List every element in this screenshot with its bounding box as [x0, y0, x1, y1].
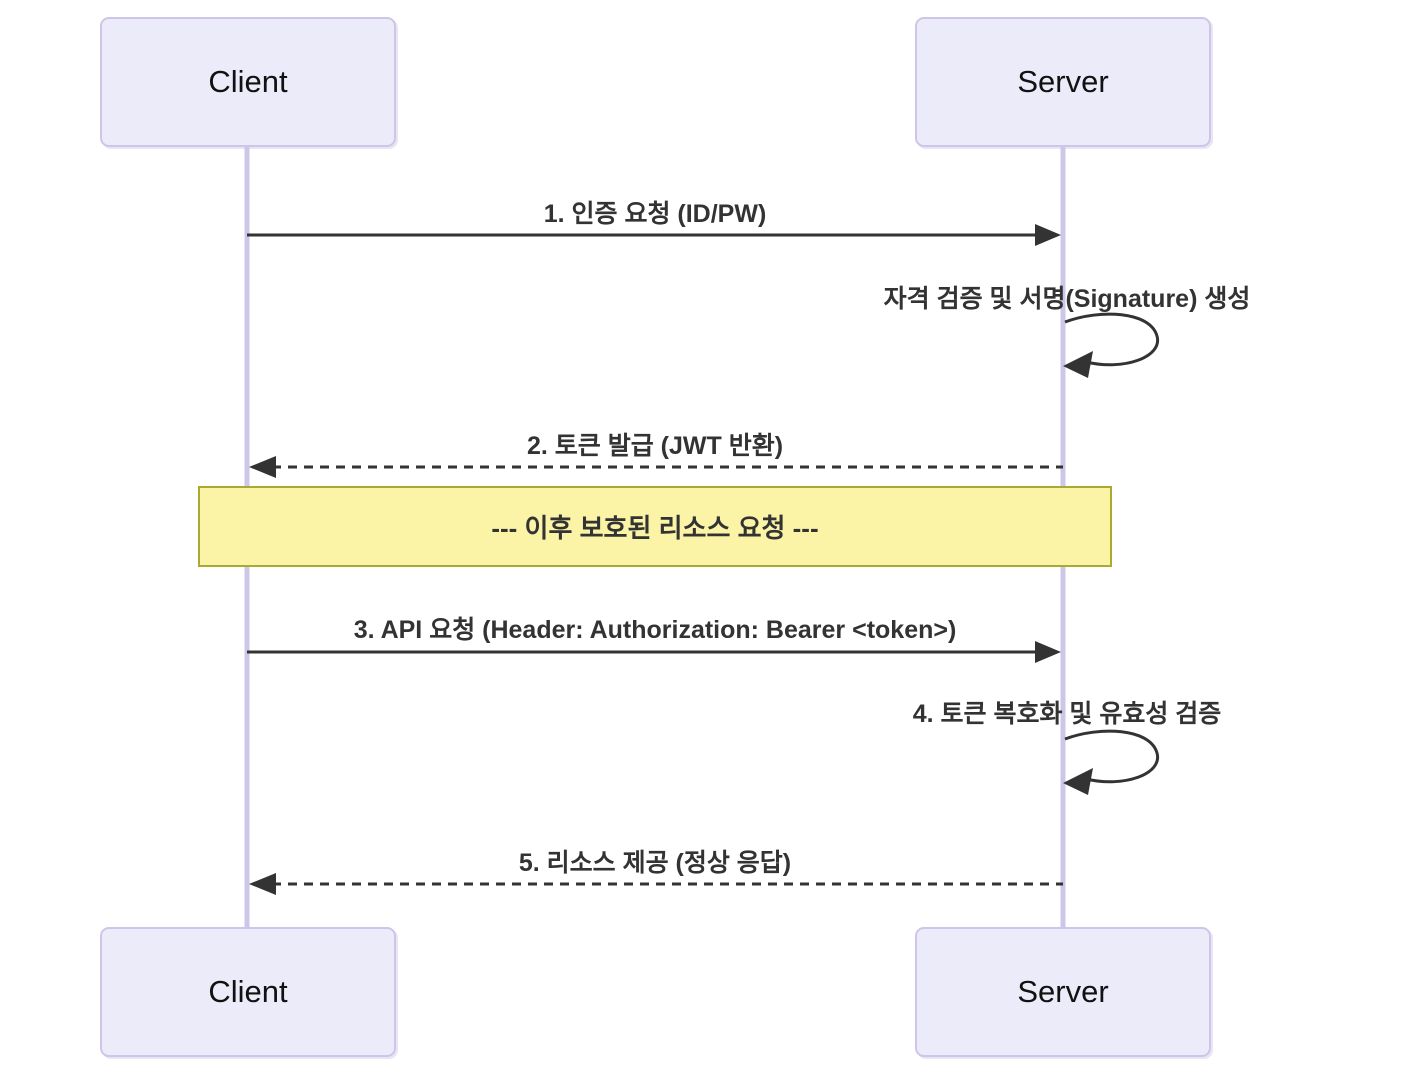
message-1-label: 1. 인증 요청 (ID/PW): [543, 200, 767, 228]
message-2-arrowhead: [249, 456, 276, 478]
actor-client-top-label: Client: [208, 64, 288, 99]
note-label: --- 이후 보호된 리소스 요청 ---: [491, 513, 819, 543]
message-5-arrowhead: [249, 873, 276, 895]
message-3-label: 3. API 요청 (Header: Authorization: Bearer…: [353, 616, 957, 644]
message-2-label: 2. 토큰 발급 (JWT 반환): [526, 432, 784, 460]
actor-client-top: Client: [100, 17, 396, 147]
actor-server-top: Server: [915, 17, 1211, 147]
message-5-label: 5. 리소스 제공 (정상 응답): [518, 849, 792, 877]
note-box: --- 이후 보호된 리소스 요청 ---: [198, 486, 1112, 567]
actor-client-bottom: Client: [100, 927, 396, 1057]
self-loop-2-label: 4. 토큰 복호화 및 유효성 검증: [912, 700, 1222, 728]
message-1-arrowhead: [1035, 224, 1061, 246]
actor-server-bottom-label: Server: [1017, 974, 1109, 1009]
actor-server-top-label: Server: [1017, 64, 1109, 99]
message-3-arrowhead: [1035, 641, 1061, 663]
actor-server-bottom: Server: [915, 927, 1211, 1057]
self-loop-2-path: [1064, 729, 1160, 784]
self-loop-1-path: [1064, 312, 1160, 367]
self-loop-2-arrowhead: [1063, 768, 1093, 795]
actor-client-bottom-label: Client: [208, 974, 288, 1009]
self-loop-1-label: 자격 검증 및 서명(Signature) 생성: [883, 285, 1251, 313]
self-loop-1-arrowhead: [1063, 351, 1093, 378]
